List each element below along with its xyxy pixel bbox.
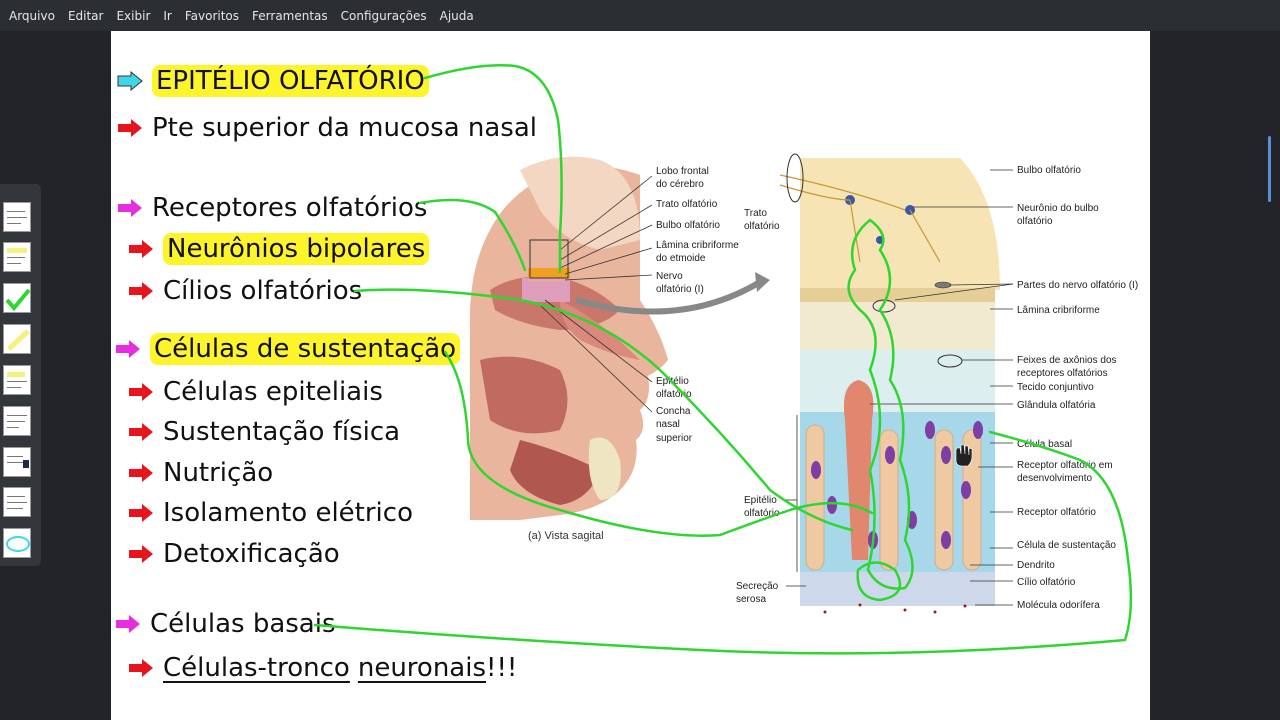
arrow-right-icon	[129, 383, 153, 401]
bullet-cilia: Cílios olfatórios	[128, 275, 362, 307]
menu-editar[interactable]: Editar	[67, 8, 104, 23]
arrow-right-icon	[117, 71, 143, 91]
arrow-right-icon	[129, 504, 153, 522]
arrow-right-icon	[129, 423, 153, 441]
menu-bar: Arquivo Editar Exibir Ir Favoritos Ferra…	[0, 0, 1280, 31]
bullet-receptors: Receptores olfatórios	[117, 192, 427, 224]
menu-exibir[interactable]: Exibir	[116, 8, 151, 23]
bullet-detox: Detoxificação	[128, 538, 340, 570]
page-thumbnail-8[interactable]	[3, 487, 31, 517]
right-background	[1150, 31, 1280, 720]
highlight-stroke-icon	[7, 329, 30, 351]
bullet-text: Detoxificação	[163, 539, 340, 569]
arrow-right-icon	[129, 464, 153, 482]
bullet-stem-cells: Células-tronco neuronais !!!	[128, 652, 517, 684]
menu-ajuda[interactable]: Ajuda	[439, 8, 474, 23]
bullet-text-underlined: neuronais	[357, 653, 487, 683]
bullet-basal: Células basais	[115, 608, 336, 640]
bullet-text: !!!	[486, 653, 518, 683]
arrow-right-icon	[116, 340, 140, 358]
arrow-right-icon	[129, 659, 153, 677]
menu-favoritos[interactable]: Favoritos	[184, 8, 240, 23]
menu-ir[interactable]: Ir	[163, 8, 172, 23]
bullet-text-highlighted: Neurônios bipolares	[163, 233, 430, 265]
bullet-text: Isolamento elétrico	[163, 498, 413, 528]
bullet-text: Pte superior da mucosa nasal	[152, 113, 537, 143]
page-thumbnail-7[interactable]	[3, 447, 31, 477]
bullet-text: Receptores olfatórios	[152, 193, 428, 223]
check-mark-icon	[5, 288, 30, 312]
bullet-support-cells: Células de sustentação	[115, 333, 461, 365]
page-thumbnail-4[interactable]	[3, 324, 31, 354]
page-thumbnails-panel	[0, 184, 41, 566]
page-thumbnail-6[interactable]	[3, 406, 31, 436]
bullet-text: Nutrição	[163, 458, 274, 488]
bullet-text: Cílios olfatórios	[163, 276, 363, 306]
menu-ferramentas[interactable]: Ferramentas	[252, 8, 328, 23]
bullet-epithelial: Células epiteliais	[128, 376, 383, 408]
page-thumbnail-5[interactable]	[3, 365, 31, 395]
slide-title: EPITÉLIO OLFATÓRIO	[152, 65, 429, 97]
slide-page: EPITÉLIO OLFATÓRIO Pte superior da mucos…	[111, 31, 1150, 720]
arrow-right-icon	[118, 199, 142, 217]
bullet-text: Sustentação física	[163, 417, 401, 447]
menu-configuracoes[interactable]: Configurações	[340, 8, 427, 23]
bullet-text-highlighted: Células de sustentação	[150, 333, 461, 365]
bullet-nutrition: Nutrição	[128, 457, 273, 489]
page-thumbnail-1[interactable]	[3, 202, 31, 232]
bullet-text: Células epiteliais	[163, 377, 383, 407]
scroll-indicator[interactable]	[1268, 136, 1271, 202]
arrow-right-icon	[116, 615, 140, 633]
arrow-right-icon	[118, 119, 142, 137]
menu-arquivo[interactable]: Arquivo	[9, 8, 55, 23]
arrow-right-icon	[129, 282, 153, 300]
page-thumbnail-9[interactable]	[3, 528, 31, 558]
page-thumbnail-3[interactable]	[3, 283, 31, 313]
bullet-mucosa: Pte superior da mucosa nasal	[117, 112, 537, 144]
title-line: EPITÉLIO OLFATÓRIO	[117, 65, 429, 97]
arrow-right-icon	[129, 545, 153, 563]
bullet-bipolar: Neurônios bipolares	[128, 233, 430, 265]
bullet-physical: Sustentação física	[128, 416, 400, 448]
bullet-isolation: Isolamento elétrico	[128, 497, 413, 529]
arrow-right-icon	[129, 240, 153, 258]
bullet-text: Células basais	[150, 609, 336, 639]
page-thumbnail-2[interactable]	[3, 242, 31, 272]
circle-annotation-icon	[6, 536, 30, 552]
bullet-text-underlined: Células-tronco	[163, 653, 350, 683]
